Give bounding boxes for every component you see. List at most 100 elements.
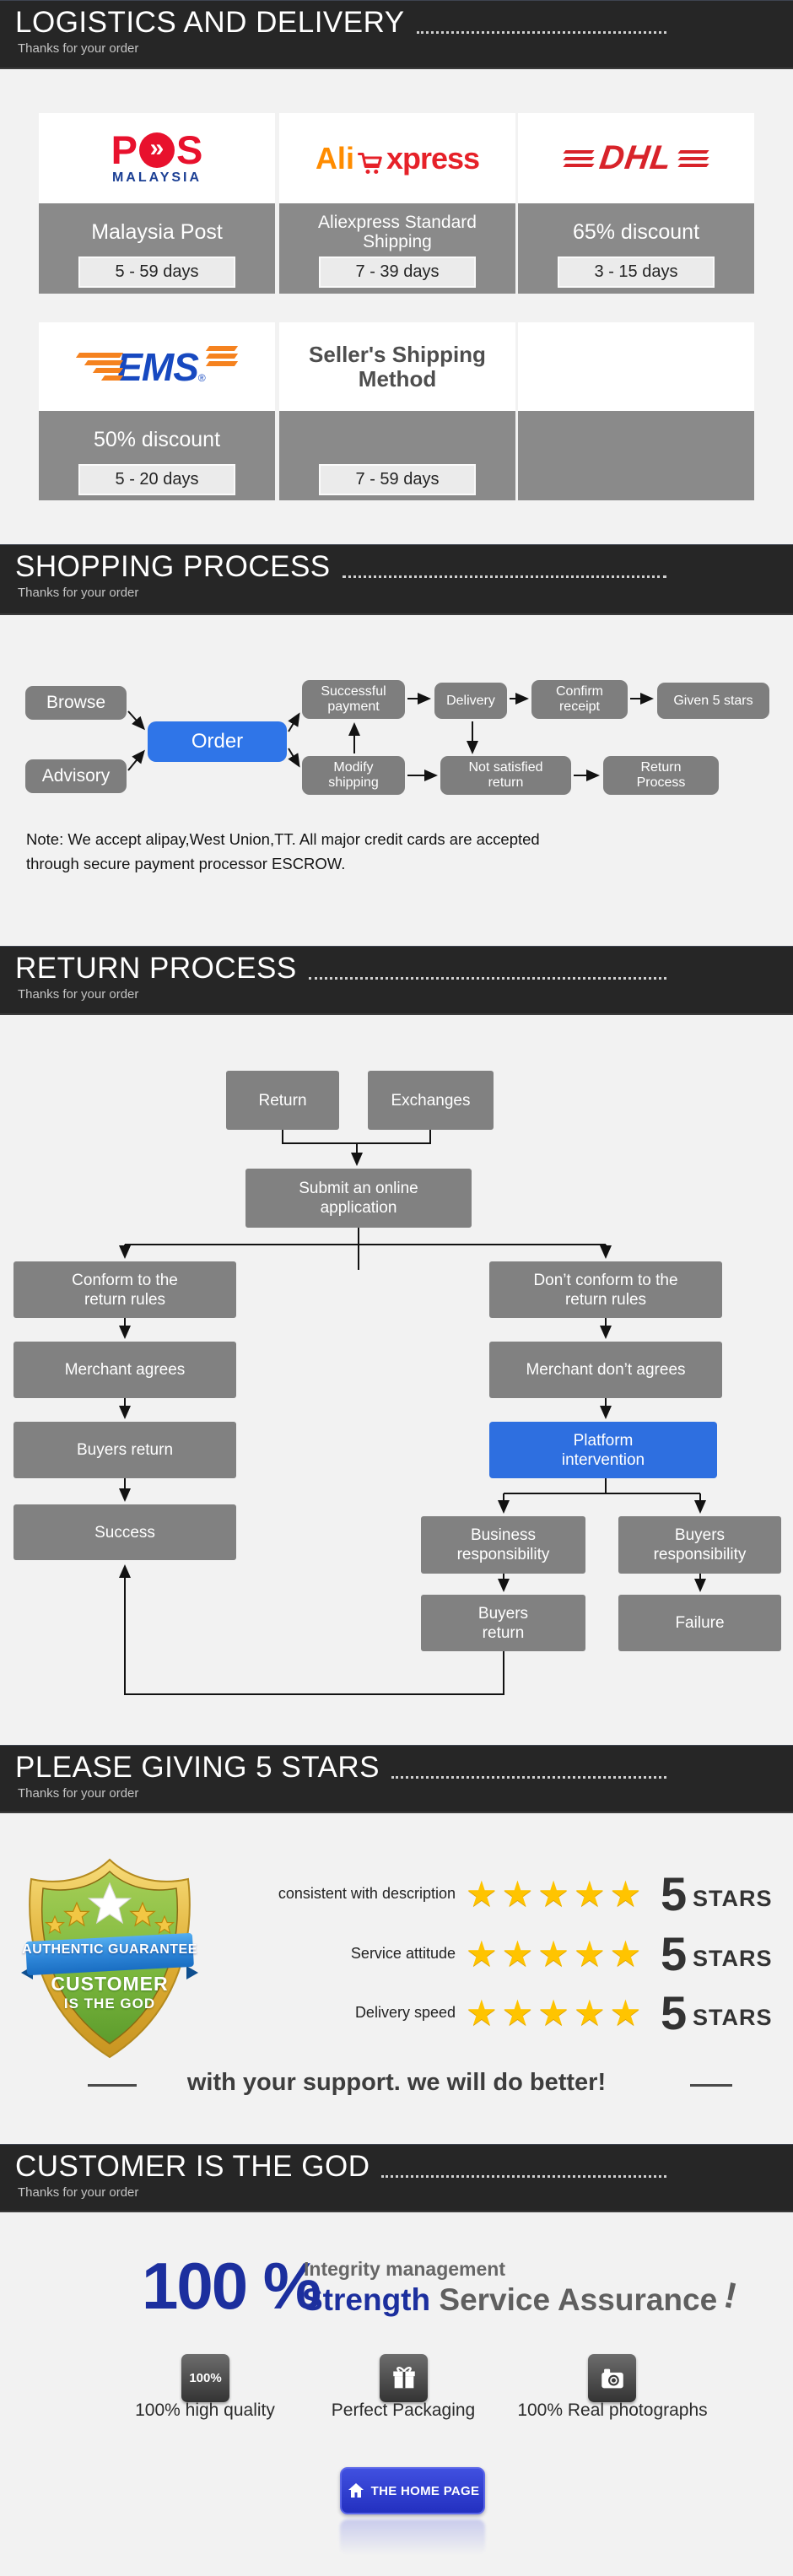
flow-node-given-5-stars: Given 5 stars	[657, 683, 769, 719]
flow-node-buyers-responsibility: Buyers responsibility	[618, 1516, 781, 1574]
section-title: PLEASE GIVING 5 STARS	[15, 1751, 380, 1784]
carrier-info-panel: Aliexpress Standard Shipping 7 - 39 days	[279, 203, 515, 294]
carrier-card-malaysia-post: P » S MALAYSIA Malaysia Post 5 - 59 days	[39, 113, 275, 294]
speed-lines-icon	[563, 149, 595, 167]
badge-name-line1: CUSTOMER	[51, 1973, 169, 1995]
flow-node-conform-rules: Conform to the return rules	[13, 1261, 236, 1318]
section-subtitle: Thanks for your order	[18, 1786, 139, 1801]
flow-node-return-process: Return Process	[603, 756, 719, 795]
carrier-card-ems: EMS ® 50% discount 5 - 20 days	[39, 322, 275, 500]
home-button-label: THE HOME PAGE	[370, 2483, 480, 2498]
button-reflection	[340, 2519, 485, 2555]
flow-node-order: Order	[148, 721, 287, 762]
section-title: SHOPPING PROCESS	[15, 550, 331, 583]
pos-malaysia-logo: P » S MALAYSIA	[39, 113, 275, 203]
flow-node-exchanges: Exchanges	[368, 1071, 494, 1130]
shopping-flowchart: Browse Advisory Order Successful payment…	[0, 671, 793, 818]
section-subtitle: Thanks for your order	[18, 41, 139, 56]
support-slogan: with your support. we will do better!	[186, 2069, 607, 2096]
flow-node-browse: Browse	[25, 686, 127, 720]
divider-dash	[690, 2084, 732, 2087]
carrier-card-dhl: DHL 65% discount 3 - 15 days	[518, 113, 754, 294]
flow-node-platform-intervention: Platform intervention	[489, 1422, 717, 1478]
flow-node-advisory: Advisory	[25, 759, 127, 793]
seller-method-cell: Seller's Shipping Method	[279, 322, 515, 411]
flow-node-delivery: Delivery	[434, 683, 507, 719]
carrier-info-panel: 50% discount 5 - 20 days	[39, 411, 275, 500]
flow-node-successful-payment: Successful payment	[302, 680, 405, 719]
section-subtitle: Thanks for your order	[18, 586, 139, 600]
return-flowchart: Return Exchanges Submit an online applic…	[0, 1059, 793, 1742]
integrity-text: Integrity management	[304, 2258, 505, 2280]
delivery-days-chip: 5 - 20 days	[78, 464, 235, 495]
speed-lines-icon	[677, 149, 709, 167]
rating-unit: STARS	[693, 2005, 773, 2030]
flow-node-confirm-receipt: Confirm receipt	[531, 680, 628, 719]
rating-unit: STARS	[693, 1886, 773, 1911]
flow-node-submit-application: Submit an online application	[245, 1169, 472, 1228]
carrier-card-empty	[518, 322, 754, 500]
payment-note: Note: We accept alipay,West Union,TT. Al…	[26, 830, 540, 872]
carrier-info-panel: 7 - 59 days	[279, 411, 515, 500]
rating-row-description: consistent with description ★★★★★ 5 STAR…	[0, 1867, 793, 1920]
flow-node-success: Success	[13, 1504, 236, 1560]
section-header-logistics: LOGISTICS AND DELIVERY Thanks for your o…	[0, 0, 793, 69]
feature-label-quality: 100% high quality	[135, 2400, 275, 2420]
gift-icon	[380, 2354, 428, 2402]
flow-node-merchant-agrees: Merchant agrees	[13, 1342, 236, 1398]
shield-icon	[21, 1858, 198, 2059]
delivery-days-chip: 5 - 59 days	[78, 257, 235, 288]
pos-letter-p: P	[111, 127, 138, 172]
badge-ribbon-text: AUTHENTIC GUARANTEE	[22, 1942, 197, 1957]
rating-count: 5	[661, 1867, 688, 1920]
ems-stripes-icon	[205, 345, 238, 366]
dotted-line	[308, 977, 666, 980]
carrier-name: 50% discount	[93, 428, 221, 451]
rating-row-delivery: Delivery speed ★★★★★ 5 STARS	[0, 1986, 793, 2039]
section-subtitle: Thanks for your order	[18, 2185, 139, 2200]
carrier-name: 65% discount	[572, 220, 700, 244]
seller-method-label: Seller's Shipping Method	[309, 341, 486, 392]
flow-node-return: Return	[226, 1071, 339, 1130]
carrier-name: Malaysia Post	[91, 220, 223, 244]
quality-badge-icon: 100%	[181, 2354, 229, 2402]
assurance-line: Strength Service Assurance!	[302, 2275, 741, 2319]
dotted-line	[342, 575, 666, 578]
rating-count: 5	[661, 1986, 688, 2039]
flow-node-dont-conform-rules: Don’t conform to the return rules	[489, 1261, 722, 1318]
rating-label: Delivery speed	[354, 2003, 456, 2021]
ems-logo: EMS ®	[39, 322, 275, 411]
rating-label: consistent with description	[278, 1884, 456, 1902]
pos-letter-s: S	[176, 127, 203, 172]
pos-country-label: MALAYSIA	[111, 170, 202, 185]
pos-chevron-icon: »	[139, 132, 175, 168]
flow-node-modify-shipping: Modify shipping	[302, 756, 405, 795]
hundred-percent-text: 100 %	[142, 2249, 321, 2323]
feature-label-photos: 100% Real photographs	[517, 2400, 708, 2420]
flow-node-merchant-dont-agrees: Merchant don’t agrees	[489, 1342, 722, 1398]
dotted-line	[391, 1776, 666, 1779]
section-title: RETURN PROCESS	[15, 952, 297, 985]
section-header-return: RETURN PROCESS Thanks for your order	[0, 946, 793, 1015]
express-wordmark: xpress	[386, 140, 480, 176]
divider-dash	[88, 2084, 137, 2087]
home-icon	[348, 2483, 364, 2498]
rating-unit: STARS	[693, 1946, 773, 1971]
dhl-logo: DHL	[518, 113, 754, 203]
five-stars-icon: ★★★★★	[466, 1874, 646, 1914]
registered-mark: ®	[197, 371, 206, 384]
flow-node-buyers-return: Buyers return	[13, 1422, 236, 1478]
section-title: CUSTOMER IS THE GOD	[15, 2150, 370, 2183]
exclamation-mark: !	[720, 2275, 742, 2318]
feature-label-packaging: Perfect Packaging	[331, 2400, 476, 2420]
delivery-days-chip: 7 - 39 days	[319, 257, 476, 288]
ems-stripes-icon	[76, 353, 124, 381]
home-page-button[interactable]: THE HOME PAGE	[340, 2467, 485, 2514]
dotted-line	[381, 2175, 666, 2178]
carrier-info-panel: Malaysia Post 5 - 59 days	[39, 203, 275, 294]
carrier-name	[279, 418, 515, 462]
carrier-card-seller-method: Seller's Shipping Method 7 - 59 days	[279, 322, 515, 500]
flow-node-buyers-return-2: Buyers return	[421, 1595, 585, 1651]
section-subtitle: Thanks for your order	[18, 987, 139, 1002]
dotted-line	[416, 31, 666, 34]
